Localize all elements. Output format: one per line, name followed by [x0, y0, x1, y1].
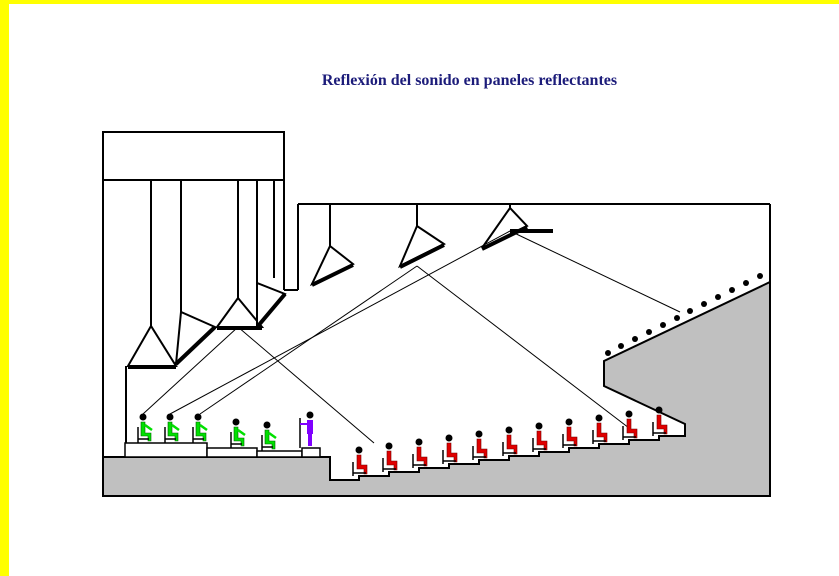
stage-platform [124, 442, 321, 458]
reflector-panel-1 [126, 324, 178, 367]
balcony-seat [757, 273, 763, 279]
diagram-title: Reflexión del sonido en paneles reflecta… [0, 72, 839, 90]
audience-figure [562, 417, 578, 449]
performer-figure [260, 420, 278, 453]
audience-figure [502, 425, 518, 457]
hall-floor [102, 280, 771, 497]
reflector-panel-6 [398, 224, 446, 269]
conductor-figure [299, 411, 314, 448]
balcony-seat [701, 301, 707, 307]
balcony-seat [605, 350, 611, 356]
performer-figure [229, 417, 247, 450]
audience-figure [442, 433, 458, 465]
reflector-panels [126, 206, 529, 367]
audience-figure [412, 437, 428, 469]
reflector-panel-5 [309, 244, 355, 287]
audience-figure [382, 441, 398, 473]
reflector-faces [128, 225, 553, 369]
balcony-seat [632, 336, 638, 342]
sound-rays [142, 230, 681, 444]
balcony-seat [729, 287, 735, 293]
balcony-audience [605, 273, 763, 356]
balcony-seat [715, 294, 721, 300]
diagram-title-text: Reflexión del sonido en paneles reflecta… [321, 72, 618, 89]
balcony-seat [687, 308, 693, 314]
audience-figure [532, 421, 548, 453]
balcony-seat [618, 343, 624, 349]
performer-figure [136, 412, 154, 445]
audience-figure [352, 445, 368, 477]
reflector-panel-3 [215, 296, 265, 328]
performer-figure [191, 412, 209, 445]
fly-tower-box [102, 131, 285, 181]
balcony-seat [660, 322, 666, 328]
audience-figure [592, 413, 608, 445]
balcony-seat [674, 315, 680, 321]
hall-outline [102, 131, 771, 457]
performer-figure [163, 412, 181, 445]
balcony-seat [743, 280, 749, 286]
audience-figure [472, 429, 488, 461]
balcony-seat [646, 329, 652, 335]
